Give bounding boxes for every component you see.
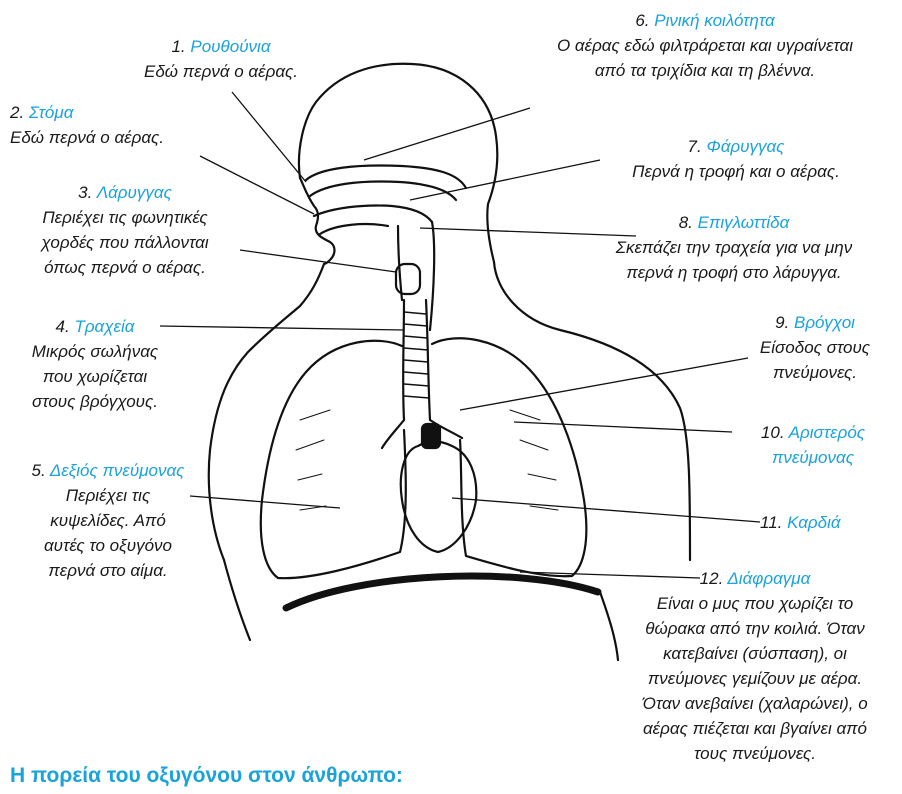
label-desc: Μικρός σωλήνας: [20, 339, 170, 364]
label-desc: Σκεπάζει την τραχεία για να μην: [574, 235, 894, 260]
label-term: Αριστερός: [789, 423, 865, 442]
label-number: 7.: [688, 137, 702, 156]
tongue: [320, 224, 388, 234]
label-desc: Όταν ανεβαίνει (χαλαρώνει), ο: [612, 691, 898, 716]
label-desc: θώρακα από την κοιλιά. Όταν: [612, 616, 898, 641]
label-desc: Περνά η τροφή και ο αέρας.: [606, 159, 866, 184]
mouth-roof: [314, 205, 432, 222]
label-nostrils: 1. Ρουθούνια Εδώ περνά ο αέρας.: [106, 34, 336, 84]
pharynx-back: [430, 222, 434, 330]
label-right-lung: 5. Δεξιός πνεύμονας Περιέχει τις κυψελίδ…: [8, 458, 208, 583]
label-desc: περνά στο αίμα.: [8, 558, 208, 583]
leader-3: [240, 250, 396, 272]
torso-side-left: [224, 560, 250, 640]
label-heart: 11. Καρδιά: [760, 510, 841, 535]
label-number: 9.: [775, 313, 789, 332]
label-number: 2.: [10, 103, 24, 122]
label-desc: τους πνεύμονες.: [612, 741, 898, 766]
label-trachea: 4. Τραχεία Μικρός σωλήνας που χωρίζεται …: [20, 314, 170, 414]
label-epiglottis: 8. Επιγλωττίδα Σκεπάζει την τραχεία για …: [574, 210, 894, 285]
label-desc: αυτές το οξυγόνο: [8, 533, 208, 558]
label-number: 6.: [635, 11, 649, 30]
label-nasal-cavity: 6. Ρινική κοιλότητα Ο αέρας εδώ φιλτράρε…: [520, 8, 890, 83]
label-desc: χορδές που πάλλονται: [10, 230, 240, 255]
label-term: Φάρυγγας: [706, 137, 784, 156]
leader-9: [460, 358, 748, 410]
label-desc: στους βρόγχους.: [20, 389, 170, 414]
label-term: Ρουθούνια: [190, 37, 270, 56]
right-lung: [261, 341, 406, 578]
nasal-cavity: [306, 166, 466, 188]
label-desc: Εδώ περνά ο αέρας.: [10, 125, 164, 150]
section-title: Η πορεία του οξυγόνου στον άνθρωπο:: [10, 764, 403, 788]
trachea-rings: [404, 312, 429, 398]
label-desc: Περιέχει τις φωνητικές: [10, 205, 240, 230]
leader-5: [190, 496, 340, 508]
label-number: 5.: [32, 461, 46, 480]
label-desc: πνεύμονας: [728, 445, 898, 470]
label-mouth: 2. Στόμα Εδώ περνά ο αέρας.: [10, 100, 164, 150]
pharynx-front: [398, 226, 402, 300]
leader-10: [514, 422, 732, 432]
nasal-cavity-lower: [310, 182, 456, 200]
label-desc: κατεβαίνει (σύσπαση), οι: [612, 641, 898, 666]
label-left-lung: 10. Αριστερός πνεύμονας: [728, 420, 898, 470]
label-term: Λάρυγγας: [97, 183, 172, 202]
label-desc: όπως περνά ο αέρας.: [10, 255, 240, 280]
label-number: 10.: [761, 423, 785, 442]
leader-7: [410, 160, 600, 200]
label-desc: Είσοδος στους: [740, 335, 890, 360]
label-desc: Εδώ περνά ο αέρας.: [106, 59, 336, 84]
label-number: 8.: [679, 213, 693, 232]
label-number: 12.: [700, 569, 724, 588]
label-diaphragm: 12. Διάφραγμα Είναι ο μυς που χωρίζει το…: [612, 566, 898, 766]
label-term: Στόμα: [29, 103, 73, 122]
label-term: Διάφραγμα: [727, 569, 810, 588]
heart-vessel: [422, 424, 440, 448]
leader-4: [160, 326, 404, 330]
trachea-right: [426, 300, 430, 420]
leader-6: [364, 108, 530, 160]
label-term: Καρδιά: [787, 513, 840, 532]
label-larynx: 3. Λάρυγγας Περιέχει τις φωνητικές χορδέ…: [10, 180, 240, 280]
label-desc: Περιέχει τις: [8, 483, 208, 508]
label-number: 1.: [171, 37, 185, 56]
leader-1: [232, 92, 306, 182]
label-desc: περνά η τροφή στο λάρυγγα.: [574, 260, 894, 285]
label-number: 3.: [78, 183, 92, 202]
body-outline-left: [209, 264, 324, 560]
label-bronchi: 9. Βρόγχοι Είσοδος στους πνεύμονες.: [740, 310, 890, 385]
left-lung: [432, 338, 586, 576]
label-pharynx: 7. Φάρυγγας Περνά η τροφή και ο αέρας.: [606, 134, 866, 184]
label-desc: που χωρίζεται: [20, 364, 170, 389]
label-term: Επιγλωττίδα: [698, 213, 790, 232]
label-term: Βρόγχοι: [794, 313, 855, 332]
label-desc: από τα τριχίδια και τη βλέννα.: [520, 58, 890, 83]
label-desc: κυψελίδες. Από: [8, 508, 208, 533]
leader-11: [452, 498, 760, 522]
heart: [401, 442, 477, 553]
label-desc: αέρας πιέζεται και βγαίνει από: [612, 716, 898, 741]
label-desc: πνεύμονες γεμίζουν με αέρα.: [612, 666, 898, 691]
label-term: Δεξιός πνεύμονας: [50, 461, 185, 480]
label-term: Τραχεία: [74, 317, 134, 336]
label-desc: πνεύμονες.: [740, 360, 890, 385]
label-desc: Είναι ο μυς που χωρίζει το: [612, 591, 898, 616]
label-number: 11.: [760, 513, 782, 532]
label-term: Ρινική κοιλότητα: [654, 11, 774, 30]
label-desc: Ο αέρας εδώ φιλτράρεται και υγραίνεται: [520, 33, 890, 58]
diaphragm: [286, 576, 598, 608]
label-number: 4.: [56, 317, 70, 336]
